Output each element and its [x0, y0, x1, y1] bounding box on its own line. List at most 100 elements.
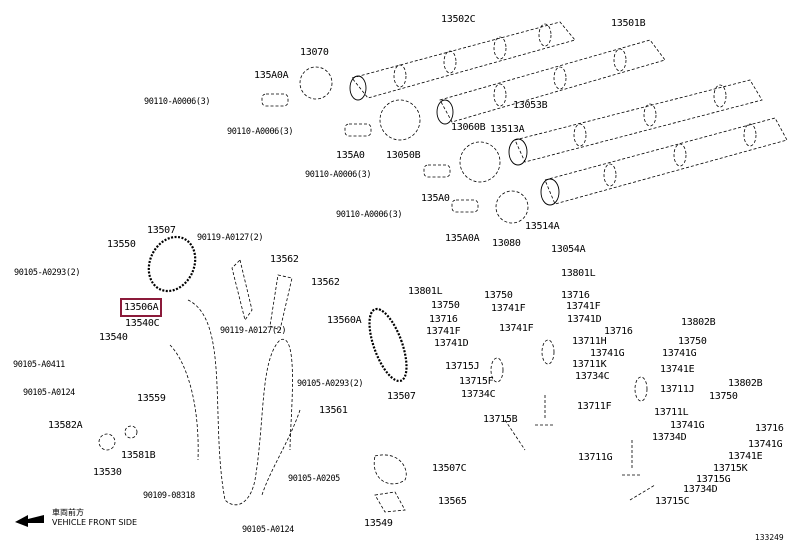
part-label-13711H[interactable]: 13711H [572, 336, 607, 347]
ocv-135A0-2 [423, 164, 451, 178]
part-label-90105-A0205[interactable]: 90105-A0205 [288, 474, 340, 484]
part-label-13715G[interactable]: 13715G [696, 474, 731, 485]
part-label-13715F[interactable]: 13715F [459, 376, 494, 387]
part-label-13559[interactable]: 13559 [137, 393, 166, 404]
camshaft-13502C [349, 21, 576, 101]
part-label-13514A[interactable]: 13514A [525, 221, 560, 232]
part-label-13741D[interactable]: 13741D [434, 338, 469, 349]
part-label-13711L[interactable]: 13711L [654, 407, 689, 418]
part-label-90119-A0127[interactable]: 90119-A0127(2) [197, 233, 264, 243]
part-label-13750[interactable]: 13750 [431, 300, 460, 311]
part-label-13560A[interactable]: 13560A [327, 315, 362, 326]
part-label-13582A[interactable]: 13582A [48, 420, 83, 431]
part-label-13801L[interactable]: 13801L [561, 268, 596, 279]
part-label-13711K[interactable]: 13711K [572, 359, 607, 370]
part-label-13060B[interactable]: 13060B [451, 122, 486, 133]
part-label-13802B[interactable]: 13802B [728, 378, 763, 389]
valve-spring-13711J [634, 376, 648, 402]
part-label-13734C[interactable]: 13734C [461, 389, 496, 400]
part-label-13715J[interactable]: 13715J [445, 361, 480, 372]
part-label-13741G[interactable]: 13741G [670, 420, 705, 431]
part-label-13562[interactable]: 13562 [270, 254, 299, 265]
part-label-13802B[interactable]: 13802B [681, 317, 716, 328]
part-label-13715C[interactable]: 13715C [655, 496, 690, 507]
timing-chain-13506A [187, 299, 293, 506]
part-label-13711J[interactable]: 13711J [660, 384, 695, 395]
ocv-135A0A [261, 93, 289, 107]
vehicle-front-arrow-icon [15, 515, 44, 527]
part-label-13741F[interactable]: 13741F [566, 301, 601, 312]
part-label-90110-A0006[interactable]: 90110-A0006(3) [144, 97, 211, 107]
part-label-13540[interactable]: 13540 [99, 332, 128, 343]
part-label-13750[interactable]: 13750 [484, 290, 513, 301]
part-label-13711G[interactable]: 13711G [578, 452, 613, 463]
part-label-13734D[interactable]: 13734D [683, 484, 718, 495]
valve-13715B [504, 419, 526, 451]
part-label-13716[interactable]: 13716 [429, 314, 458, 325]
part-label-13507[interactable]: 13507 [387, 391, 416, 402]
part-label-13741D[interactable]: 13741D [567, 314, 602, 325]
part-label-13053B[interactable]: 13053B [513, 100, 548, 111]
part-label-13549[interactable]: 13549 [364, 518, 393, 529]
part-label-13562[interactable]: 13562 [311, 277, 340, 288]
ocv-135A0 [344, 123, 372, 137]
part-label-13565[interactable]: 13565 [438, 496, 467, 507]
part-label-135A0[interactable]: 135A0 [421, 193, 450, 204]
part-label-90105-A0124[interactable]: 90105-A0124 [23, 388, 75, 398]
valve-13711F [535, 395, 555, 426]
part-label-13715B[interactable]: 13715B [483, 414, 518, 425]
part-label-13711F[interactable]: 13711F [577, 401, 612, 412]
part-label-13741E[interactable]: 13741E [728, 451, 763, 462]
part-label-13561[interactable]: 13561 [319, 405, 348, 416]
part-label-13530[interactable]: 13530 [93, 467, 122, 478]
part-label-135A0A[interactable]: 135A0A [254, 70, 289, 81]
valve-13711G [622, 440, 642, 476]
part-label-13513A[interactable]: 13513A [490, 124, 525, 135]
part-label-13716[interactable]: 13716 [604, 326, 633, 337]
part-label-13734C[interactable]: 13734C [575, 371, 610, 382]
part-label-135A0A[interactable]: 135A0A [445, 233, 480, 244]
part-label-13741F[interactable]: 13741F [491, 303, 526, 314]
part-label-90119-A0127[interactable]: 90119-A0127(2) [220, 326, 287, 336]
part-label-90110-A0006[interactable]: 90110-A0006(3) [336, 210, 403, 220]
part-label-90110-A0006[interactable]: 90110-A0006(3) [227, 127, 294, 137]
part-label-13070[interactable]: 13070 [300, 47, 329, 58]
part-label-13715K[interactable]: 13715K [713, 463, 748, 474]
part-label-13750[interactable]: 13750 [709, 391, 738, 402]
part-label-13550[interactable]: 13550 [107, 239, 136, 250]
part-label-13801L[interactable]: 13801L [408, 286, 443, 297]
part-label-13741G[interactable]: 13741G [662, 348, 697, 359]
valve-spring-13715J [490, 357, 504, 383]
part-label-90105-A0124[interactable]: 90105-A0124 [242, 525, 294, 535]
part-label-13741F[interactable]: 13741F [426, 326, 461, 337]
part-label-90105-A0411[interactable]: 90105-A0411 [13, 360, 65, 370]
part-label-13502C[interactable]: 13502C [441, 14, 476, 25]
part-label-90105-A0293[interactable]: 90105-A0293(2) [297, 379, 364, 389]
part-label-13734D[interactable]: 13734D [652, 432, 687, 443]
part-label-135A0[interactable]: 135A0 [336, 150, 365, 161]
part-label-13506A-highlighted[interactable]: 13506A [119, 298, 163, 317]
part-label-90110-A0006[interactable]: 90110-A0006(3) [305, 170, 372, 180]
part-label-13507C[interactable]: 13507C [432, 463, 467, 474]
part-label-13741G[interactable]: 13741G [590, 348, 625, 359]
part-label-13741G[interactable]: 13741G [748, 439, 783, 450]
part-label-13716[interactable]: 13716 [755, 423, 784, 434]
part-label-13741E[interactable]: 13741E [660, 364, 695, 375]
part-label-13050B[interactable]: 13050B [386, 150, 421, 161]
cam-timing-gear-13070 [299, 66, 333, 100]
part-label-13501B[interactable]: 13501B [611, 18, 646, 29]
part-label-13716[interactable]: 13716 [561, 290, 590, 301]
part-label-13741F[interactable]: 13741F [499, 323, 534, 334]
valve-13715C [629, 484, 656, 501]
part-label-13581B[interactable]: 13581B [121, 450, 156, 461]
camshaft-13053B [508, 79, 763, 166]
part-label-90109-08318[interactable]: 90109-08318 [143, 491, 195, 501]
cam-timing-gear-13060B [459, 141, 501, 183]
part-label-13080[interactable]: 13080 [492, 238, 521, 249]
part-label-13054A[interactable]: 13054A [551, 244, 586, 255]
part-label-13540C[interactable]: 13540C [125, 318, 160, 329]
part-label-13750[interactable]: 13750 [678, 336, 707, 347]
part-label-13507[interactable]: 13507 [147, 225, 176, 236]
part-label-90105-A0293[interactable]: 90105-A0293(2) [14, 268, 81, 278]
